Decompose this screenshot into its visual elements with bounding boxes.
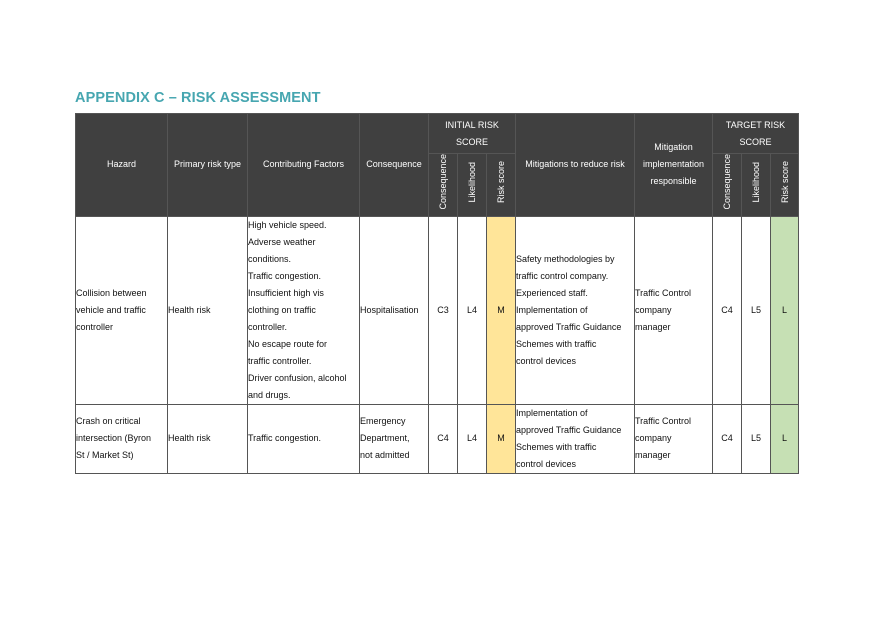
contributing-factors-cell: High vehicle speed. Adverse weather cond… [247,215,360,405]
subheader-initial-risk-score: Risk score [486,153,516,217]
subheader-target-consequence: Consequence [712,153,742,217]
mitigations-cell: Safety methodologies by traffic control … [515,215,635,405]
header-target-risk-score: TARGET RISK SCORE [712,113,799,154]
header-consequence: Consequence [359,113,429,217]
subheader-target-likelihood: Likelihood [741,153,771,217]
target-risk-score-cell: L [770,215,799,405]
header-initial-risk-score: INITIAL RISK SCORE [428,113,516,154]
target-likelihood-cell: L5 [741,403,771,474]
initial-risk-score-cell: M [486,215,516,405]
responsible-cell: Traffic Control company manager [634,403,713,474]
subheader-initial-likelihood: Likelihood [457,153,487,217]
initial-consequence-cell: C4 [428,403,458,474]
hazard-cell: Crash on critical intersection (Byron St… [75,403,168,474]
table-row: Crash on critical intersection (Byron St… [75,403,799,474]
target-likelihood-cell: L5 [741,215,771,405]
page-title: APPENDIX C – RISK ASSESSMENT [75,90,321,106]
risk-assessment-table: Hazard Primary risk type Contributing Fa… [75,113,799,474]
subheader-initial-consequence: Consequence [428,153,458,217]
contributing-factors-cell: Traffic congestion. [247,403,360,474]
primary-risk-type-cell: Health risk [167,403,248,474]
target-consequence-cell: C4 [712,403,742,474]
consequence-cell: Emergency Department, not admitted [359,403,429,474]
initial-likelihood-cell: L4 [457,215,487,405]
hazard-cell: Collision between vehicle and traffic co… [75,215,168,405]
target-risk-score-cell: L [770,403,799,474]
subheader-target-risk-score: Risk score [770,153,799,217]
consequence-cell: Hospitalisation [359,215,429,405]
table-row: Collision between vehicle and traffic co… [75,215,799,405]
initial-risk-score-cell: M [486,403,516,474]
responsible-cell: Traffic Control company manager [634,215,713,405]
primary-risk-type-cell: Health risk [167,215,248,405]
header-mitigations: Mitigations to reduce risk [515,113,635,217]
initial-likelihood-cell: L4 [457,403,487,474]
header-hazard: Hazard [75,113,168,217]
header-primary-risk-type: Primary risk type [167,113,248,217]
header-mitigation-responsible: Mitigation implementation responsible [634,113,713,217]
target-consequence-cell: C4 [712,215,742,405]
header-contributing-factors: Contributing Factors [247,113,360,217]
mitigations-cell: Implementation of approved Traffic Guida… [515,403,635,474]
initial-consequence-cell: C3 [428,215,458,405]
